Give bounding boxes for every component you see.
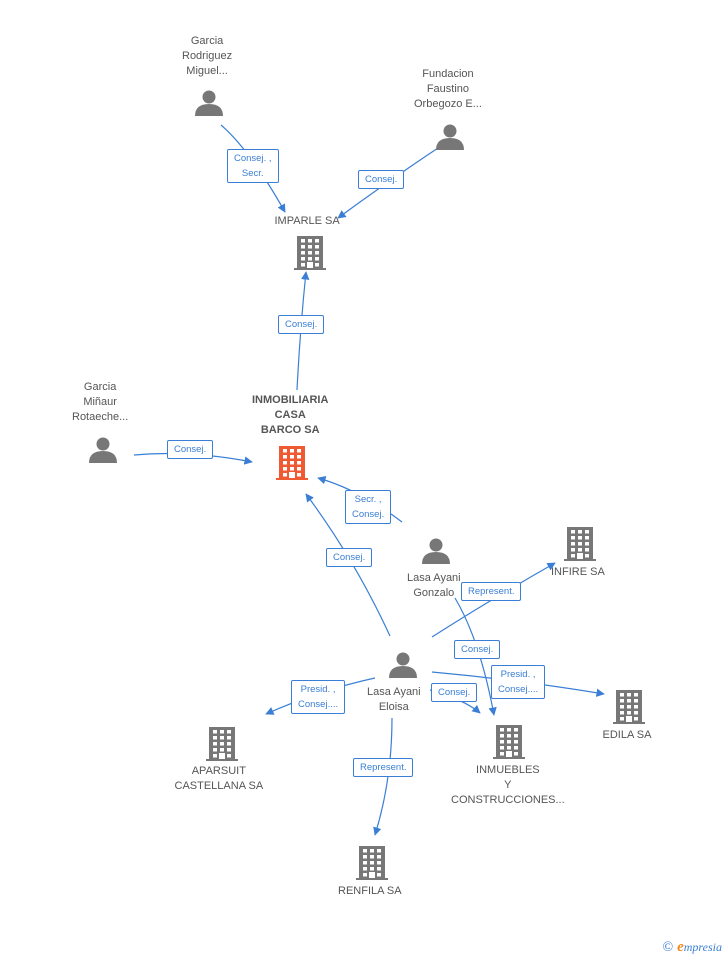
edge-label-text: Consej.... xyxy=(498,684,539,695)
edge-label-text: Consej. xyxy=(365,173,398,185)
node-label-line: Rodriguez xyxy=(182,49,233,62)
node-label-imparle[interactable]: IMPARLE SA xyxy=(275,214,340,229)
edge-label-e10[interactable]: Consej. xyxy=(431,682,478,702)
node-label-line: Miñaur xyxy=(83,395,117,408)
edge-label-e9[interactable]: Presid. , Consej.... xyxy=(491,665,546,699)
brand-name: mpresia xyxy=(683,940,722,954)
edge-label-text: Consej. , xyxy=(234,153,272,164)
edge-label-text: Represent. xyxy=(360,761,407,773)
node-label-inmuebles[interactable]: INMUEBLES Y CONSTRUCCIONES... xyxy=(451,763,565,808)
company-building-icon[interactable] xyxy=(294,236,326,270)
edge-label-e7[interactable]: Represent. xyxy=(461,581,522,601)
edge-label-e2[interactable]: Consej. xyxy=(358,169,405,189)
node-label-line: Garcia xyxy=(190,34,224,47)
edge-label-text: Presid. , xyxy=(300,684,336,695)
company-building-icon[interactable] xyxy=(564,527,596,561)
node-label-line: CONSTRUCCIONES... xyxy=(451,793,565,806)
node-label-line: Miguel... xyxy=(186,64,228,77)
node-label-line: Garcia xyxy=(83,380,117,393)
node-label-line: Rotaeche... xyxy=(72,410,129,423)
edge-label-text: Secr. xyxy=(241,168,264,179)
edge-label-text: Consej.... xyxy=(298,699,339,710)
person-icon[interactable] xyxy=(89,437,117,464)
brand-initial: e xyxy=(677,939,684,955)
edge-label-e1[interactable]: Consej. , Secr. xyxy=(227,149,279,183)
copyright-icon: © xyxy=(662,940,674,955)
edge-label-text: Consej. xyxy=(333,551,366,563)
edge-label-e5[interactable]: Secr. , Consej. xyxy=(345,490,392,524)
edge-label-text: Consej. xyxy=(174,443,207,455)
node-label-line: Fundacion xyxy=(422,67,474,80)
node-label-line: EDILA SA xyxy=(602,728,652,741)
node-label-edila[interactable]: EDILA SA xyxy=(603,728,652,743)
node-label-line: RENFILA SA xyxy=(338,884,402,897)
edge-label-text: Presid. , xyxy=(500,669,536,680)
edge-label-e4[interactable]: Consej. xyxy=(167,439,214,459)
node-label-line: CASTELLANA SA xyxy=(174,780,264,792)
node-label-line: Lasa Ayani xyxy=(367,686,421,698)
node-label-renfila[interactable]: RENFILA SA xyxy=(338,884,402,899)
node-label-line: Lasa Ayani xyxy=(407,572,461,584)
company-building-icon[interactable] xyxy=(493,725,525,759)
person-icon[interactable] xyxy=(195,90,223,117)
node-label-line: APARSUIT xyxy=(191,765,246,777)
watermark[interactable]: ©empresia xyxy=(662,939,722,956)
edge-label-text: Secr. , xyxy=(354,494,382,505)
node-label-line: INFIRE SA xyxy=(551,565,605,578)
edge-label-e3[interactable]: Consej. xyxy=(278,314,325,334)
edge-label-e12[interactable]: Represent. xyxy=(353,757,414,777)
node-label-line: Orbegozo E... xyxy=(414,97,482,110)
node-label-inmobiliaria[interactable]: INMOBILIARIA CASA BARCO SA xyxy=(252,393,328,438)
node-label-aparsuit[interactable]: APARSUIT CASTELLANA SA xyxy=(175,764,264,794)
node-label-infire[interactable]: INFIRE SA xyxy=(551,565,605,580)
node-label-line: CASA xyxy=(274,408,306,421)
company-building-icon[interactable] xyxy=(206,727,238,761)
node-label-line: BARCO SA xyxy=(260,423,320,436)
node-label-line: INMUEBLES xyxy=(476,763,540,776)
node-label-line: IMPARLE SA xyxy=(274,214,340,227)
node-label-line: Faustino xyxy=(426,82,470,95)
icons-layer xyxy=(89,90,645,880)
person-icon[interactable] xyxy=(436,124,464,151)
person-icon[interactable] xyxy=(422,538,450,565)
edges-layer xyxy=(133,124,605,836)
edge-label-text: Consej. xyxy=(438,686,471,698)
edge-label-text: Consej. xyxy=(352,509,385,520)
edge-label-text: Represent. xyxy=(468,585,515,597)
person-icon[interactable] xyxy=(389,652,417,679)
node-label-line: INMOBILIARIA xyxy=(252,393,329,406)
node-label-line: Eloisa xyxy=(378,701,409,713)
edge-label-text: Consej. xyxy=(461,643,494,655)
edge-label-e11[interactable]: Presid. , Consej.... xyxy=(291,680,346,714)
node-label-line: Gonzalo xyxy=(413,587,455,599)
node-label-line: Y xyxy=(504,778,512,791)
edge-line-e12 xyxy=(373,717,393,836)
company-building-icon[interactable] xyxy=(613,690,645,724)
edge-label-text: Consej. xyxy=(285,318,318,330)
company-building-icon[interactable] xyxy=(356,846,388,880)
main-company-building-icon[interactable] xyxy=(276,446,308,480)
edge-label-e6[interactable]: Consej. xyxy=(326,547,373,567)
edge-label-e8[interactable]: Consej. xyxy=(454,639,501,659)
